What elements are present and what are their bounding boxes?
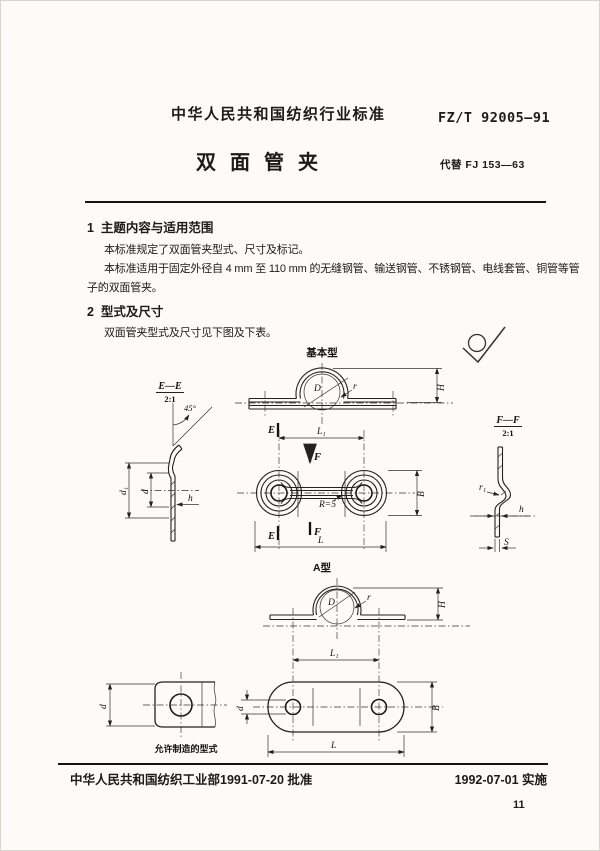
allowed-form-caption: 允许制造的型式: [153, 743, 217, 754]
section-ff-label: F—F: [495, 415, 520, 426]
cut-mark-E-bottom: E: [267, 531, 275, 542]
dim-label-d: d: [141, 489, 151, 494]
dim-label-R5: R=5: [318, 500, 336, 510]
dim-label-L: L: [317, 536, 323, 546]
dim-label-L1: L₁: [316, 427, 326, 437]
left-eye-rings: [255, 469, 303, 517]
dim-label-45deg: 45°: [184, 403, 197, 413]
dim-label-r: r: [353, 382, 357, 392]
dim-label-d1: d₁: [119, 487, 129, 495]
paragraph-scope-2a: 本标准适用于固定外径自 4 mm 至 110 mm 的无缝钢管、输送钢管、不锈钢…: [104, 263, 580, 275]
ff-strip-right-edge: [498, 447, 512, 537]
section-ee-label: E—E: [157, 381, 182, 392]
ee-strip-outer: [167, 444, 180, 541]
saddle-inner-arc: [299, 371, 345, 399]
paragraph-scope-2b: 子的双面管夹。: [87, 282, 163, 294]
ee-strip-inner: [171, 448, 183, 541]
standard-code: FZ/T 92005—91: [438, 110, 551, 126]
dim-label-H: H: [437, 383, 447, 392]
section-ff-scale: 2:1: [502, 428, 513, 438]
page-number: 11: [513, 799, 525, 811]
dim-label-L1-a: L₁: [329, 649, 339, 659]
section-ee-scale: 2:1: [164, 394, 175, 404]
footer-effective: 1992-07-01 实施: [454, 773, 547, 787]
dim-label-S: S: [504, 538, 509, 548]
dim-label-B: B: [417, 491, 427, 497]
paragraph-scope-1: 本标准规定了双面管夹型式、尺寸及标记。: [104, 244, 310, 256]
header-divider: [85, 201, 546, 203]
saddle-outer-arc: [295, 367, 349, 399]
cut-mark-F-bottom: F: [313, 527, 321, 538]
standard-name: 中华人民共和国纺织行业标准: [171, 106, 386, 123]
dim-label-B-aplan: B: [432, 705, 442, 711]
dim-label-h-ff: h: [519, 505, 524, 515]
cut-mark-F-top: F: [313, 452, 321, 463]
dim-label-H-a: H: [438, 600, 448, 609]
dim-label-r1: r₁: [479, 483, 486, 493]
pipe-circle-a: [319, 589, 355, 625]
allowed-outline: [154, 681, 215, 728]
handwritten-check-mark: [462, 326, 506, 364]
section-1-heading: 1 主题内容与适用范围: [87, 221, 214, 235]
a-type-plan-view: d B L: [236, 681, 443, 757]
paragraph-figure-ref: 双面管夹型式及尺寸见下图及下表。: [104, 327, 277, 339]
dim-label-r-a: r: [367, 593, 371, 603]
cut-mark-E-top: E: [267, 425, 275, 436]
dim-label-d-allowed: d: [99, 704, 109, 709]
dim-label-D-a: D: [327, 598, 335, 608]
a-type-label: A型: [313, 561, 332, 574]
a-type-front-view: A型 D r H L₁: [263, 561, 470, 742]
allowed-form-view: d 允许制造的型式: [99, 672, 227, 754]
section-2-heading: 2 型式及尺寸: [87, 305, 164, 319]
basic-type-plan-view: E E F F L₁: [237, 423, 427, 552]
footer-divider: [58, 763, 548, 765]
right-eye-rings: [340, 469, 388, 517]
basic-type-front-view: 基本型 D r H: [235, 346, 453, 425]
dim-label-h: h: [188, 494, 193, 504]
doc-title: 双面管夹: [196, 152, 332, 174]
pipe-circle: [303, 373, 341, 411]
dim-label-L-aplan: L: [330, 741, 336, 751]
basic-type-label: 基本型: [305, 346, 338, 359]
footer-approved: 中华人民共和国纺织工业部1991-07-20 批准: [70, 773, 313, 787]
dim-label-D: D: [313, 384, 321, 394]
replaces-note: 代替 FJ 153—63: [440, 159, 525, 171]
break-line: [213, 681, 217, 728]
dim-label-d-aplan: d: [236, 706, 246, 711]
section-ff-view: F—F 2:1 r₁ h S: [470, 415, 535, 552]
section-ee-view: E—E 2:1 45° d₁ d: [119, 381, 213, 542]
ff-strip-left-edge: [494, 447, 507, 537]
pipe-clamp-figure: 基本型 D r H: [99, 346, 535, 757]
